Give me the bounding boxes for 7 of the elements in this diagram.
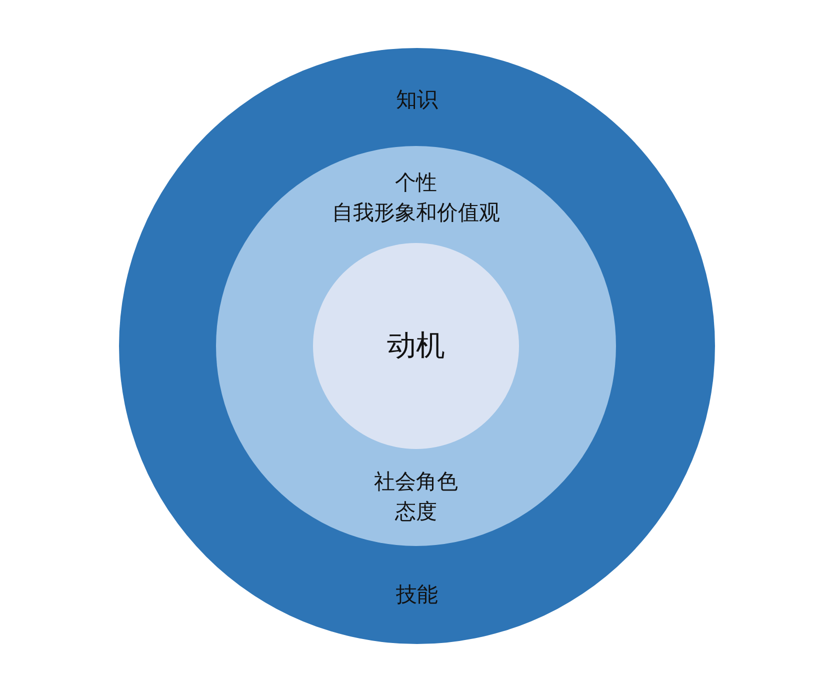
layer-label: 自我形象和价值观 <box>332 201 500 225</box>
layer-label: 社会角色 <box>374 470 458 494</box>
layer-label: 态度 <box>395 500 437 524</box>
layer-label: 技能 <box>396 583 438 607</box>
layer-label: 知识 <box>396 88 438 112</box>
layer-label: 个性 <box>395 171 437 195</box>
layer-label: 动机 <box>387 330 445 362</box>
